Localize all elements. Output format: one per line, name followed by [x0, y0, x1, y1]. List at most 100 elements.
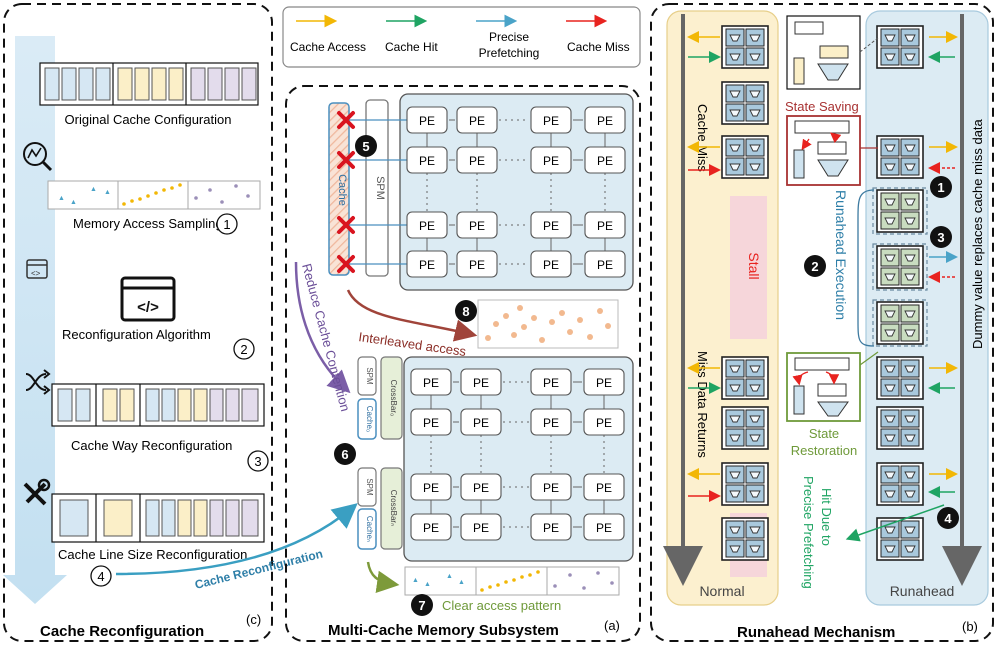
core-icon: [721, 81, 769, 125]
spm-0-label: SPM: [365, 367, 374, 385]
hit-due-arrow: [845, 504, 945, 542]
legend-precise-prefetching-line1: Precise: [489, 30, 529, 44]
pe-label: PE: [419, 154, 435, 168]
pe-cell: [583, 368, 625, 396]
crossbar-n-label: CrossBarₙ: [389, 490, 398, 527]
core-icon: [721, 356, 769, 400]
state-restoration-label-2: Restoration: [791, 443, 857, 458]
pe-array-bottom: [403, 356, 634, 562]
core-icon: [876, 301, 924, 345]
state-restoration-connector: [859, 351, 879, 366]
pe-label: PE: [469, 114, 485, 128]
pe-cell: [410, 473, 452, 501]
svg-text:▲: ▲: [104, 189, 111, 196]
pe-cell: [530, 473, 572, 501]
cache-n-block: [357, 508, 377, 550]
state-restoration-label-1: State: [809, 426, 839, 441]
state-saving-label: State Saving: [785, 99, 859, 114]
cache-reconfiguration-arrow: [115, 503, 358, 576]
core-icon: [876, 245, 924, 289]
pe-cell: [406, 211, 448, 239]
svg-text:▲: ▲: [412, 577, 419, 584]
pe-cell: [584, 211, 626, 239]
spm-n-block: [357, 467, 377, 507]
tools-icon: [23, 478, 51, 506]
svg-text:▲: ▲: [90, 186, 97, 193]
step-1-number: 1: [223, 217, 230, 232]
spm-0-block: [357, 356, 377, 396]
pe-label: PE: [543, 154, 559, 168]
marker-6-number: 6: [341, 447, 348, 462]
code-window-icon: <>: [26, 259, 48, 279]
pe-label: PE: [419, 114, 435, 128]
left-panel: Original Cache Configuration ▲▲▲▲ Memory…: [3, 3, 273, 642]
hit-due-label-2: Precise Prefetching: [801, 476, 816, 589]
pe-label: PE: [473, 416, 489, 430]
pe-cell: [456, 211, 498, 239]
core-icons: [721, 25, 924, 561]
svg-text:▲: ▲: [424, 581, 431, 588]
miss-data-returns-label: Miss Data Returns: [695, 351, 710, 458]
cache-0-label: Cache₀: [365, 406, 374, 432]
step-3-circle: [247, 450, 269, 472]
pe-cell: [460, 368, 502, 396]
reduce-contention-label: Reduce Cache Contention: [299, 262, 353, 413]
svg-text:▲: ▲: [458, 579, 465, 586]
pe-label: PE: [597, 154, 613, 168]
reduce-contention-arrow: [294, 261, 351, 394]
marker-7: [411, 594, 433, 616]
runahead-execution-boxes: [872, 187, 928, 347]
left-panel-tag: (c): [246, 612, 261, 627]
pe-cell: [530, 368, 572, 396]
core-icon: [721, 462, 769, 506]
pe-cell: [530, 211, 572, 239]
clear-access-strip: ▲ ▲ ▲ ▲: [404, 566, 620, 596]
legend-cache-access: Cache Access: [290, 40, 366, 54]
cache-way-bar: [51, 383, 265, 427]
pe-cell: [410, 408, 452, 436]
step-4-circle: [90, 565, 112, 587]
pe-cell: [530, 106, 572, 134]
cache-to-pe-links: [349, 119, 410, 265]
pe-cell: [583, 513, 625, 541]
runahead-marker-1: [930, 176, 952, 198]
normal-lane-label: Normal: [699, 583, 744, 599]
pe-label: PE: [473, 521, 489, 535]
pe-label: PE: [543, 219, 559, 233]
middle-panel-border: [285, 85, 641, 642]
cache-n-label: Cacheₙ: [365, 516, 374, 542]
runahead-lane-arrows: [928, 31, 958, 498]
pe-label: PE: [543, 481, 559, 495]
right-panel-title: Runahead Mechanism: [737, 624, 895, 641]
runahead-marker-3: [930, 226, 952, 248]
crossbar-0-block: [380, 356, 403, 440]
step-4-number: 4: [97, 569, 104, 584]
core-icon: [876, 356, 924, 400]
spm-top-label: SPM: [374, 176, 386, 200]
core-icon: [721, 406, 769, 450]
core-icon: [721, 25, 769, 69]
shuffle-icon: [25, 369, 51, 395]
pe-label: PE: [597, 258, 613, 272]
spm-n-label: SPM: [365, 478, 374, 496]
crossbar-0-label: CrossBar₀: [389, 380, 398, 417]
pe-label: PE: [543, 376, 559, 390]
right-panel-tag: (b): [962, 619, 978, 634]
pe-cell: [530, 250, 572, 278]
core-icon: [876, 135, 924, 179]
pe-label: PE: [596, 481, 612, 495]
runahead-execution-bracket: [857, 189, 875, 347]
svg-text:▲: ▲: [446, 573, 453, 580]
middle-panel-tag: (a): [604, 618, 620, 633]
runahead-marker-3-number: 3: [937, 230, 944, 245]
pe-cell: [406, 106, 448, 134]
pe-label: PE: [597, 114, 613, 128]
normal-lane-arrows: [687, 31, 721, 502]
runahead-marker-4: [937, 507, 959, 529]
pe-label: PE: [469, 258, 485, 272]
marker-8: [455, 300, 477, 322]
pe-cell: [406, 250, 448, 278]
stall-box-1: [730, 196, 767, 339]
